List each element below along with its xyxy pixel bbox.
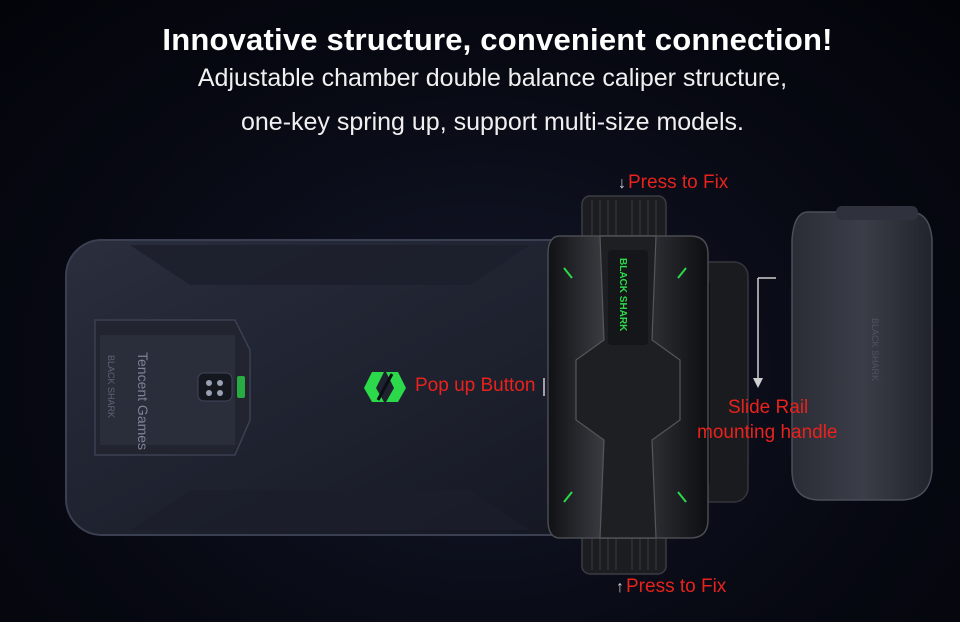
arrow-down-icon: ↓	[618, 175, 626, 192]
handle-brand-text: BLACK SHARK	[870, 318, 880, 381]
callout-slide-rail-line2: mounting handle	[697, 422, 838, 443]
phone-back: Tencent Games BLACK SHARK	[65, 239, 627, 536]
page-subline-2: one-key spring up, support multi-size mo…	[240, 108, 744, 136]
callout-slide-rail-line1: Slide Rail	[728, 397, 809, 418]
callout-press-top: ↓Press to Fix	[618, 172, 728, 194]
page-headline: Innovative structure, convenient connect…	[162, 22, 833, 57]
black-shark-logo-icon	[364, 372, 406, 402]
callout-popup-button: Pop up Button	[415, 375, 536, 396]
phone-back-brand-text: Tencent Games	[135, 352, 151, 450]
arrow-down-icon	[753, 277, 776, 388]
phone-back-small-text: BLACK SHARK	[106, 355, 116, 418]
callout-press-bottom: ↑Press to Fix	[616, 576, 726, 598]
callout-press-bottom-label: Press to Fix	[626, 576, 727, 597]
callout-press-top-label: Press to Fix	[628, 172, 729, 193]
clamp-body: BLACK SHARK	[547, 195, 749, 575]
side-handle: BLACK SHARK	[791, 206, 933, 501]
clamp-brand-text: BLACK SHARK	[617, 258, 628, 332]
page-subline-1: Adjustable chamber double balance calipe…	[197, 64, 788, 92]
arrow-up-icon: ↑	[616, 579, 624, 596]
